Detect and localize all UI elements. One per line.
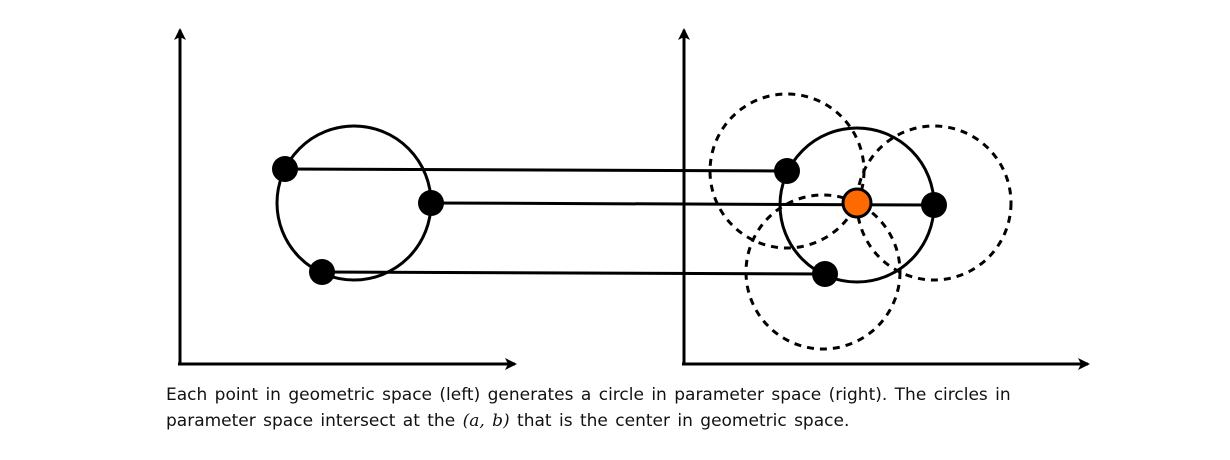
parameter-circle-dashed-bottom bbox=[744, 193, 902, 351]
parameter-point-right bbox=[921, 192, 947, 218]
parameter-space-panel bbox=[678, 28, 1090, 370]
geometric-point-top bbox=[272, 156, 298, 182]
figure-caption: Each point in geometric space (left) gen… bbox=[166, 382, 1106, 434]
geometric-point-bottom bbox=[309, 259, 335, 285]
connector-line-top bbox=[284, 167, 788, 173]
points bbox=[272, 156, 947, 287]
geometric-point-right bbox=[418, 190, 444, 216]
geometric-circle bbox=[275, 124, 433, 282]
parameter-point-bottom bbox=[812, 261, 838, 287]
connector-line-bottom bbox=[321, 270, 826, 276]
correspondence-lines bbox=[284, 167, 935, 276]
intersection-center-point bbox=[841, 187, 873, 219]
parameter-circle-dashed-right bbox=[855, 124, 1013, 282]
hough-circle-diagram bbox=[174, 28, 1090, 370]
geometric-space-panel bbox=[174, 28, 517, 370]
caption-text-before: Each point in geometric space (left) gen… bbox=[166, 385, 1011, 431]
parameter-point-top bbox=[774, 158, 800, 184]
caption-math-ab: (a, b) bbox=[462, 411, 510, 431]
caption-text-after: that is the center in geometric space. bbox=[509, 411, 850, 431]
